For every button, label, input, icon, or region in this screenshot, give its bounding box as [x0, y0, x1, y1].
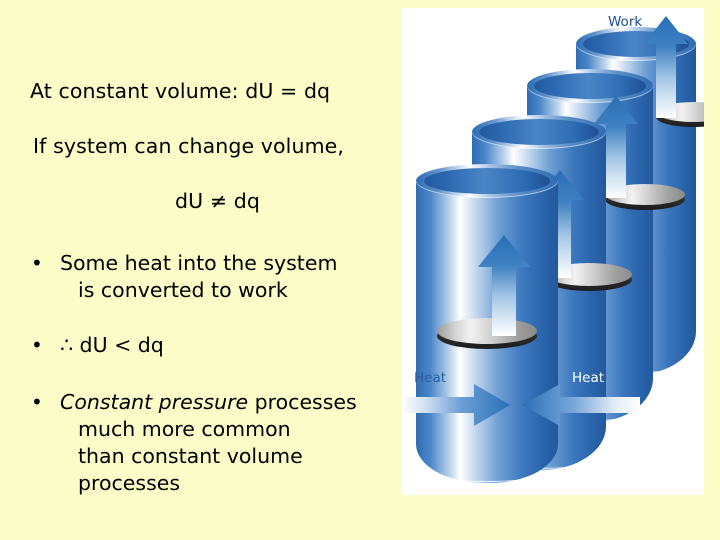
bullet-3-line-3: than constant volume	[78, 444, 303, 468]
bullet-3-line-1-rest: processes	[248, 390, 357, 414]
cylinder-2-rim	[472, 115, 606, 149]
piston-1	[437, 318, 537, 349]
bullet-3-emphasis: Constant pressure	[60, 390, 249, 414]
work-label: Work	[608, 14, 643, 30]
bullet-marker: •	[31, 251, 43, 275]
bullet-text-1: Some heat into the system is converted t…	[60, 250, 337, 304]
cylinder-1-cavity	[423, 168, 551, 194]
bullet-3-line-2: much more common	[78, 417, 291, 441]
equation-line-3: dU ≠ dq	[175, 189, 260, 213]
bullet-marker: •	[31, 333, 43, 357]
work-arrow-1	[476, 233, 532, 336]
piston-1-top	[437, 318, 537, 344]
bullet-1-line-1: Some heat into the system	[60, 251, 338, 275]
bullet-text-3: Constant pressure processes much more co…	[60, 389, 357, 497]
heat-label-left: Heat	[414, 370, 447, 386]
bullet-1-line-2: is converted to work	[78, 278, 288, 302]
diagram-panel: Work	[402, 8, 704, 495]
equation-line-1: At constant volume: dU = dq	[30, 79, 331, 103]
heat-arrow-right	[520, 382, 640, 428]
heat-label-right: Heat	[572, 370, 605, 386]
text-column: At constant volume: dU = dq If system ca…	[30, 79, 357, 497]
cylinder-2-cavity	[479, 119, 599, 145]
bullet-marker: •	[31, 390, 43, 414]
cylinder-1-rim	[416, 164, 558, 198]
cylinder-1-bottom-arc	[418, 456, 556, 482]
work-arrow-3	[592, 94, 640, 198]
heat-arrow-left	[402, 382, 512, 428]
bullet-3-line-4: processes	[78, 471, 181, 495]
bullet-text-2: ∴ dU < dq	[60, 332, 164, 359]
equation-line-2: If system can change volume,	[33, 134, 344, 158]
cylinder-3-rim	[527, 69, 653, 103]
bullet-2-line-1: ∴ dU < dq	[60, 333, 164, 357]
work-arrow-4	[642, 14, 690, 118]
cylinder-3-cavity	[533, 73, 647, 99]
